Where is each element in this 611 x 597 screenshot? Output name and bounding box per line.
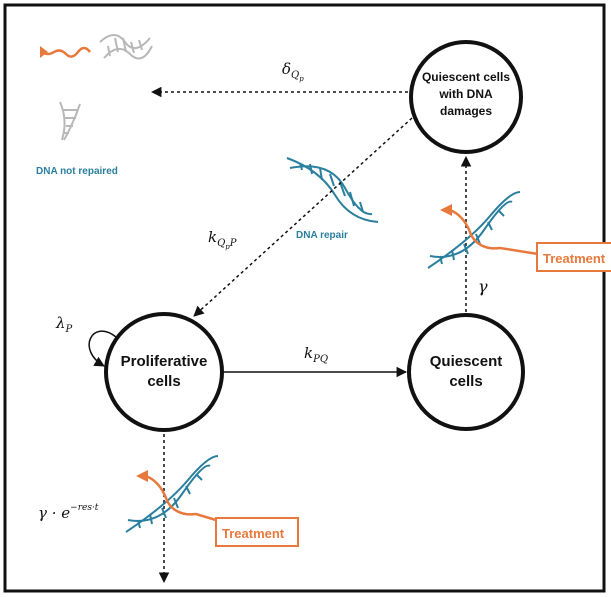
gray-dna-fragment-top [99, 34, 153, 60]
quiescent-label-line2: cells [449, 373, 482, 390]
repair-arrow [193, 117, 413, 317]
orange-strand-arrowhead [40, 46, 48, 58]
quiescent-node [407, 313, 525, 431]
gray-dna-fragment-bottom [59, 101, 81, 141]
proliferative-node [104, 312, 224, 432]
orange-strand-fragment [41, 46, 91, 58]
delta-rate-label: δQp [282, 60, 304, 83]
quiescent-damaged-label-line2: with DNA [438, 87, 493, 101]
lambda-rate-label: λP [55, 314, 73, 335]
treatment-box-bottom [215, 517, 299, 547]
lambda-self-loop [88, 330, 117, 367]
treatment-orange-strand-bottom [145, 474, 217, 522]
treatment-orange-strand-right [449, 208, 539, 256]
dna-repair-helix [286, 157, 379, 223]
treatment-orange-arrowhead-right [440, 204, 452, 216]
dna-not-repaired-label: DNA not repaired [36, 166, 118, 177]
treatment-dna-helix-bottom [125, 455, 219, 533]
gamma-exp-rate-label: γ · e−res·t [38, 503, 99, 522]
quiescent-damaged-node [409, 40, 523, 154]
treatment-label-bottom: Treatment [222, 526, 285, 541]
treatment-label-right: Treatment [543, 251, 606, 266]
gamma-rate-label: γ [478, 277, 488, 296]
treatment-box-right [536, 242, 611, 272]
kqp-rate-label: kQpP [208, 228, 237, 251]
kpq-rate-label: kPQ [304, 344, 328, 365]
quiescent-damaged-label-line3: damages [440, 104, 492, 118]
treatment-dna-helix-right [427, 191, 521, 269]
dna-repair-label: DNA repair [296, 230, 348, 241]
treatment-orange-arrowhead-bottom [136, 470, 148, 482]
proliferative-label-line1: Proliferative [121, 353, 208, 370]
proliferative-label-line2: cells [147, 373, 180, 390]
quiescent-label-line1: Quiescent [430, 353, 503, 370]
quiescent-damaged-label-line1: Quiescent cells [422, 70, 510, 84]
